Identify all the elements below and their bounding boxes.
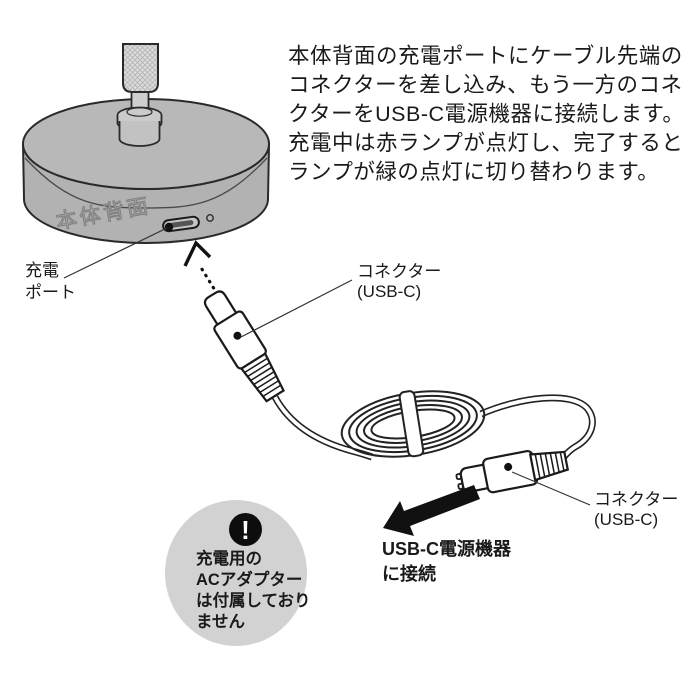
instruction-line: ランプが緑の点灯に切り替わります。 xyxy=(288,160,660,184)
port-callout-dot xyxy=(164,222,174,232)
connector-bottom-label: コネクター (USB-C) xyxy=(594,490,678,530)
insert-direction-arrow xyxy=(183,240,223,302)
connector-top-label-line2: (USB-C) xyxy=(357,282,422,301)
connector-top-label: コネクター (USB-C) xyxy=(357,262,441,302)
instruction-line: 充電中は赤ランプが点灯し、完了すると xyxy=(288,131,684,155)
warning-line: ACアダプター xyxy=(196,571,303,589)
connector-usb-c-bottom xyxy=(455,449,570,494)
leader-line-connector-top xyxy=(240,279,353,338)
charging-port-label: 充電 ポート xyxy=(25,260,76,304)
leader-line-charging-port xyxy=(63,227,168,279)
connect-direction-arrow xyxy=(383,485,480,536)
pole-knurled-section xyxy=(122,43,159,93)
warning-line: は付属しており xyxy=(196,592,311,610)
connect-action-line2: に接続 xyxy=(382,564,436,584)
warning-line: 充電用の xyxy=(196,550,262,568)
device-base xyxy=(22,43,270,244)
connect-action-label: USB-C電源機器 に接続 xyxy=(382,537,511,587)
connector-bottom-label-line1: コネクター xyxy=(594,490,679,509)
connector-usb-c-top xyxy=(203,290,285,403)
warning-text: 充電用の ACアダプター は付属しており ません xyxy=(196,549,311,633)
instruction-line: コネクターを差し込み、もう一方のコネ xyxy=(288,73,683,97)
instruction-line: 本体背面の充電ポートにケーブル先端の xyxy=(288,44,683,68)
connector-top-label-line1: コネクター xyxy=(357,262,442,281)
instruction-paragraph: 本体背面の充電ポートにケーブル先端の コネクターを差し込み、もう一方のコネ クタ… xyxy=(288,42,684,187)
collar-socket-ring xyxy=(126,107,153,117)
connect-action-line1: USB-C電源機器 xyxy=(382,539,511,559)
leader-line-connector-bottom xyxy=(511,471,591,506)
cable-tie xyxy=(398,390,425,458)
warning-line: ません xyxy=(196,613,246,631)
exclamation-icon: ! xyxy=(229,513,262,546)
base-seam-line xyxy=(24,157,268,209)
charging-port-label-line2: ポート xyxy=(25,283,76,302)
charging-port-label-line1: 充電 xyxy=(25,261,59,280)
connector-bottom-label-line2: (USB-C) xyxy=(594,510,659,529)
collar-drum xyxy=(118,121,161,147)
charge-lamp-led xyxy=(206,214,214,222)
usb-cable xyxy=(271,390,596,464)
usb-c-port xyxy=(162,215,200,233)
instruction-line: クターをUSB-C電源機器に接続します。 xyxy=(288,102,685,126)
